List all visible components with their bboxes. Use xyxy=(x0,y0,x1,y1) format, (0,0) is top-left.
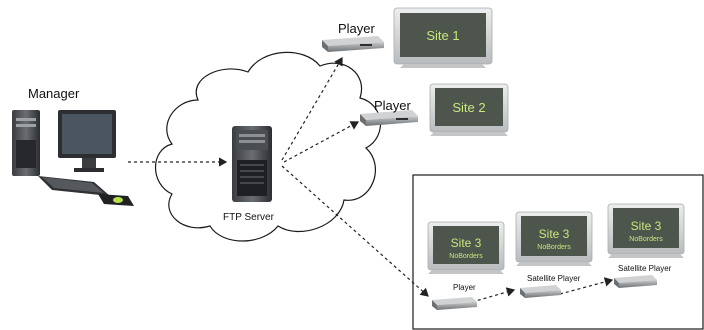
site2-screen-title: Site 2 xyxy=(452,100,485,115)
arrow-ftp-to-site2 xyxy=(283,121,360,163)
site1-screen-title: Site 1 xyxy=(426,28,459,43)
satellite-player-1-label: Satellite Player xyxy=(527,274,581,283)
site1-display: Site 1 xyxy=(393,7,493,68)
site3b-screen-title: Site 3 xyxy=(539,227,570,241)
arrow-ftp-to-site3 xyxy=(281,165,429,297)
arrow-satellite1-to-satellite2 xyxy=(559,277,614,295)
connection-arrows xyxy=(128,56,614,303)
site3a-screen-subtitle: NoBorders xyxy=(449,253,483,260)
satellite-player-device-1 xyxy=(520,285,561,298)
manager-label: Manager xyxy=(28,86,80,101)
site3a-screen-title: Site 3 xyxy=(451,236,482,250)
site3-display-a: Site 3 NoBorders xyxy=(427,221,505,274)
site3b-screen-subtitle: NoBorders xyxy=(537,244,571,251)
arrow-ftp-to-site1 xyxy=(281,56,343,161)
player-device-1 xyxy=(322,36,384,52)
player-3-label: Player xyxy=(453,283,476,292)
player-2-label: Player xyxy=(374,98,411,113)
site3c-screen-title: Site 3 xyxy=(631,219,662,233)
site2-display: Site 2 xyxy=(429,83,509,136)
site3-display-c: Site 3 NoBorders xyxy=(607,203,685,258)
ftp-server-icon xyxy=(232,126,272,202)
manager-workstation-icon xyxy=(12,110,134,206)
ftp-server-label: FTP Server xyxy=(223,212,274,223)
satellite-player-device-2 xyxy=(614,275,657,288)
satellite-player-2-label: Satellite Player xyxy=(618,264,672,273)
site3-display-b: Site 3 NoBorders xyxy=(515,211,593,266)
player-device-2 xyxy=(360,110,418,126)
player-device-3 xyxy=(432,297,477,310)
player-1-label: Player xyxy=(338,21,375,36)
site3c-screen-subtitle: NoBorders xyxy=(629,236,663,243)
arrow-player-to-satellite1 xyxy=(471,287,516,303)
